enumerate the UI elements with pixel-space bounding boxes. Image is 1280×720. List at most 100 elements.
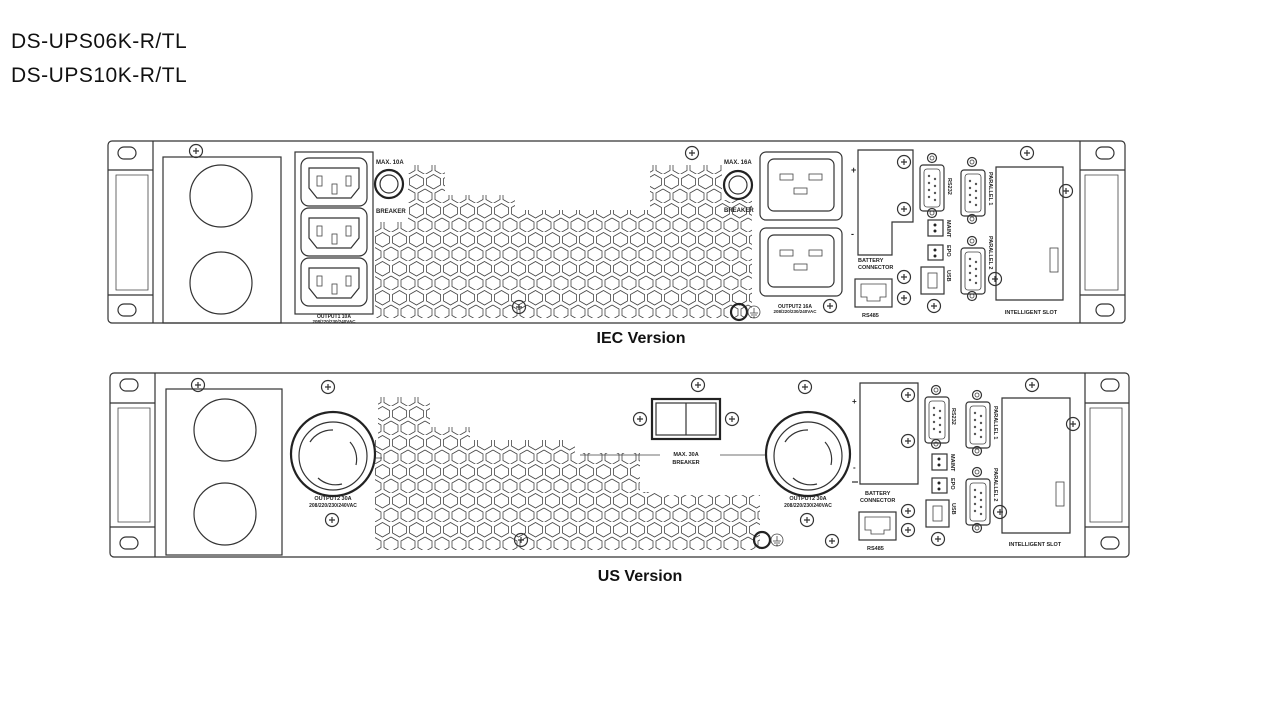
epo-terminal xyxy=(931,477,948,494)
rs485-port xyxy=(854,278,893,308)
fan-icon xyxy=(189,164,253,228)
ground-icon xyxy=(752,530,784,550)
screw-icon xyxy=(188,143,204,159)
iec-c19-outlet xyxy=(759,227,843,297)
screw-icon xyxy=(926,298,942,314)
iec-c13-outlet xyxy=(300,257,368,307)
intelligent-slot-label: INTELLIGENT SLOT xyxy=(1005,310,1058,316)
rs485-label: RS485 xyxy=(867,546,884,552)
parallel2-label: PARALLEL 2 xyxy=(992,468,998,501)
output-right-voltage: 208/220/230/240VAC xyxy=(784,503,832,509)
iec-version-caption: IEC Version xyxy=(596,330,686,347)
screw-icon xyxy=(900,522,916,538)
parallel2-label: PARALLEL 2 xyxy=(987,236,993,269)
output2-label: OUTPUT2 16A xyxy=(778,304,812,310)
screw-icon xyxy=(1024,377,1040,393)
screw-icon xyxy=(1058,183,1074,199)
rack-ear-hole xyxy=(1100,378,1120,392)
breaker2-label: BREAKER xyxy=(724,208,754,214)
iec-c13-outlet xyxy=(300,157,368,207)
epo-terminal xyxy=(927,244,944,261)
output1-label: OUTPUT1 10A xyxy=(317,314,351,320)
screw-icon xyxy=(324,512,340,528)
rack-ear-hole xyxy=(117,303,137,317)
parallel1-label: PARALLEL 1 xyxy=(987,172,993,205)
output2-voltage: 208/220/230/240VAC xyxy=(774,309,818,314)
rack-ear-hole xyxy=(119,378,139,392)
battery-minus: - xyxy=(851,229,854,239)
rs485-port xyxy=(858,511,897,541)
screw-icon xyxy=(320,379,336,395)
battery-minus: - xyxy=(853,463,856,472)
screw-icon xyxy=(992,504,1008,520)
screw-icon xyxy=(896,154,912,170)
fan-icon xyxy=(193,482,257,546)
output-right-label: OUTPUT2 30A xyxy=(789,496,826,502)
rack-ear-hole xyxy=(1095,146,1115,160)
us-panel: OUTPUT2 30A 208/220/230/240VAC MAX. 30A … xyxy=(109,372,1130,558)
us-version-caption: US Version xyxy=(597,568,683,585)
model-name-2: DS-UPS10K-R/TL xyxy=(11,64,188,87)
usb-label: USB xyxy=(945,270,951,282)
battery-label: BATTERY xyxy=(865,491,891,497)
fan-module xyxy=(165,388,283,556)
l6-30-twist-lock-outlet-right xyxy=(764,410,852,498)
screw-icon xyxy=(987,271,1003,287)
screw-icon xyxy=(930,531,946,547)
maint-terminal xyxy=(931,453,948,471)
parallel1-port xyxy=(960,169,986,217)
rs485-label: RS485 xyxy=(862,313,879,319)
iec-chassis-outline xyxy=(107,140,1126,324)
parallel2-port xyxy=(960,247,986,295)
iec-c19-outlet xyxy=(759,151,843,221)
parallel2-port xyxy=(965,478,991,526)
rs232-port xyxy=(919,164,945,212)
breaker2-rating: MAX. 16A xyxy=(724,160,752,166)
breaker-rating: MAX. 30A xyxy=(673,452,698,458)
screw-icon xyxy=(724,411,740,427)
rack-ear-hole xyxy=(1100,536,1120,550)
rack-ear-hole xyxy=(1095,303,1115,317)
usb-label: USB xyxy=(950,503,956,515)
battery-label-2: CONNECTOR xyxy=(858,265,893,271)
screw-icon xyxy=(900,503,916,519)
screw-icon xyxy=(822,298,838,314)
screw-icon xyxy=(900,387,916,403)
epo-label: EPO xyxy=(949,478,955,490)
parallel1-port xyxy=(965,401,991,449)
rs232-label: RS232 xyxy=(946,178,952,195)
screw-icon xyxy=(797,379,813,395)
parallel1-label: PARALLEL 1 xyxy=(992,406,998,439)
breaker-label: BREAKER xyxy=(672,460,699,466)
screw-icon xyxy=(896,290,912,306)
breaker-16a-icon xyxy=(722,169,754,201)
breaker1-rating: MAX. 10A xyxy=(376,160,404,166)
screw-icon xyxy=(896,201,912,217)
epo-label: EPO xyxy=(945,245,951,257)
model-name-1: DS-UPS06K-R/TL xyxy=(11,30,188,53)
battery-label: BATTERY xyxy=(858,258,884,264)
breaker-10a-icon xyxy=(373,168,405,200)
fan-icon xyxy=(193,398,257,462)
l6-30-twist-lock-outlet-left xyxy=(289,410,377,498)
screw-icon xyxy=(1065,416,1081,432)
rack-ear-hole xyxy=(117,146,137,160)
screw-icon xyxy=(632,411,648,427)
intelligent-slot xyxy=(1001,397,1071,534)
output-left-voltage: 208/220/230/240VAC xyxy=(309,503,357,509)
fan-module xyxy=(162,156,282,324)
battery-label-2: CONNECTOR xyxy=(860,498,895,504)
screw-icon xyxy=(900,433,916,449)
screw-icon xyxy=(824,533,840,549)
breaker-30a-switch[interactable] xyxy=(650,397,722,441)
rs232-port xyxy=(924,396,950,444)
rack-ear-hole xyxy=(119,536,139,550)
breaker1-label: BREAKER xyxy=(376,209,406,215)
output-left-label: OUTPUT2 30A xyxy=(314,496,351,502)
iec-c13-outlet xyxy=(300,207,368,257)
iec-panel: OUTPUT1 10A 208/220/230/240VAC MAX. 10A … xyxy=(107,140,1126,324)
intelligent-slot xyxy=(995,166,1064,301)
usb-port xyxy=(925,499,950,528)
rs232-label: RS232 xyxy=(950,408,956,425)
battery-plus: + xyxy=(852,397,857,406)
